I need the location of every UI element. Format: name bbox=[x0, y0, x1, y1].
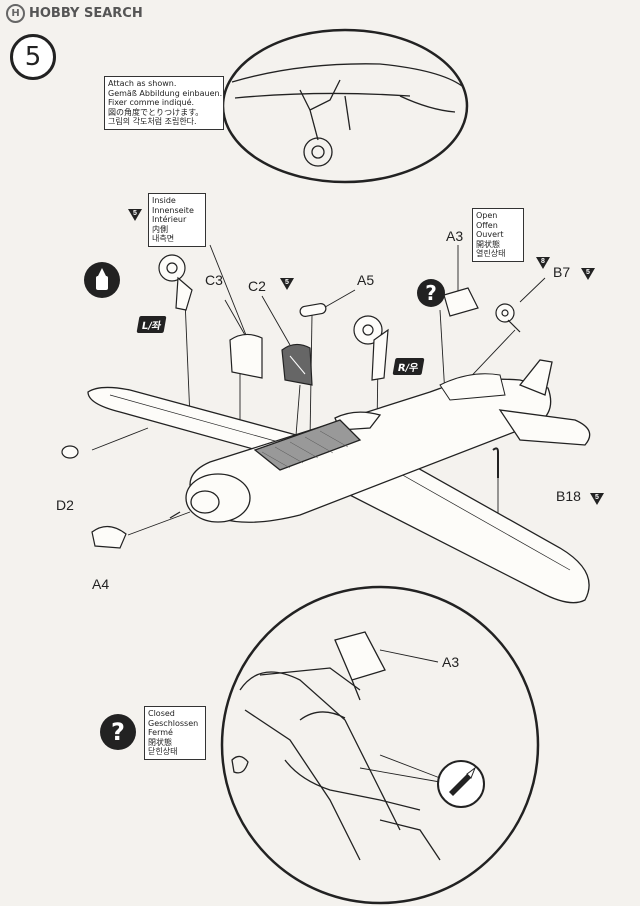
paint-ref-triangle bbox=[128, 209, 142, 221]
paint-ref-number: 5 bbox=[285, 279, 289, 286]
note-line: Attach as shown. bbox=[108, 79, 177, 88]
note-line: Ouvert bbox=[476, 230, 504, 239]
part-a3 bbox=[443, 287, 479, 317]
part-label-c2: C2 bbox=[248, 278, 266, 294]
hobby-knife-icon bbox=[449, 766, 477, 796]
right-landing-gear-part bbox=[353, 315, 389, 381]
note-open: Open Offen Ouvert 開状態 열린상태 bbox=[472, 208, 524, 262]
glue-bottle-icon bbox=[84, 262, 120, 298]
part-label-a4: A4 bbox=[92, 576, 110, 592]
part-b18 bbox=[492, 447, 499, 478]
hobby-search-logo-icon: H bbox=[6, 4, 25, 23]
part-label-a3: A3 bbox=[446, 228, 464, 244]
part-label-d2: D2 bbox=[56, 497, 74, 513]
glue-bottle-icon bbox=[96, 268, 108, 290]
note-line: Offen bbox=[476, 220, 498, 230]
part-a5 bbox=[299, 303, 327, 317]
part-label-c3: C3 bbox=[205, 272, 223, 288]
paint-ref-number: 5 bbox=[595, 494, 599, 501]
right-side-label: R/우 bbox=[392, 358, 425, 375]
aircraft-airframe bbox=[87, 359, 591, 604]
note-line: Fixer comme indiqué. bbox=[108, 98, 195, 107]
note-line: Gemäß Abbildung einbauen. bbox=[108, 88, 223, 98]
note-line: Open bbox=[476, 211, 498, 220]
canopy-closed-detail bbox=[220, 585, 540, 905]
note-line: 内側 bbox=[152, 224, 168, 234]
step-number: 5 bbox=[10, 34, 56, 80]
left-landing-gear-part bbox=[158, 254, 193, 311]
hobby-knife-icon bbox=[437, 760, 485, 808]
part-a4 bbox=[91, 525, 127, 549]
note-line: Fermé bbox=[148, 728, 173, 737]
part-c3 bbox=[229, 333, 263, 379]
note-inside: Inside Innenseite Intérieur 内側 내측면 bbox=[148, 193, 206, 247]
question-mark-icon: ? bbox=[100, 714, 136, 750]
note-line: Geschlossen bbox=[148, 718, 199, 728]
part-b7 bbox=[495, 303, 521, 333]
note-line: Intérieur bbox=[152, 215, 187, 224]
note-line: 開状態 bbox=[476, 239, 500, 249]
note-line: 열린상태 bbox=[476, 249, 506, 258]
note-closed: Closed Geschlossen Fermé 閉状態 닫힌상태 bbox=[144, 706, 206, 760]
paint-ref-number: 5 bbox=[586, 269, 590, 276]
paint-ref-triangle bbox=[280, 278, 294, 290]
question-mark-icon: ? bbox=[417, 279, 445, 307]
note-line: 닫힌상태 bbox=[148, 747, 178, 756]
note-line: 図の角度でとりつけます。 bbox=[108, 107, 204, 117]
note-line: 그림의 각도처럼 조립한다. bbox=[108, 117, 197, 126]
hobby-search-watermark: H HOBBY SEARCH bbox=[6, 4, 143, 23]
note-line: 閉状態 bbox=[148, 737, 172, 747]
part-label-a5: A5 bbox=[357, 272, 375, 288]
note-line: Inside bbox=[152, 196, 176, 205]
part-label-a3-detail: A3 bbox=[442, 654, 460, 670]
paint-ref-triangle bbox=[590, 493, 604, 505]
paint-ref-triangle bbox=[536, 257, 550, 269]
paint-ref-number: 8 bbox=[541, 258, 545, 265]
note-line: Innenseite bbox=[152, 205, 194, 215]
part-shapes bbox=[61, 254, 521, 549]
watermark-text: HOBBY SEARCH bbox=[29, 6, 143, 21]
paint-ref-number: 5 bbox=[133, 210, 137, 217]
note-attach-as-shown: Attach as shown. Gemäß Abbildung einbaue… bbox=[104, 76, 224, 130]
note-line: Closed bbox=[148, 709, 175, 718]
part-label-b18: B18 bbox=[556, 488, 581, 504]
paint-ref-triangle bbox=[581, 268, 595, 280]
left-side-label: L/좌 bbox=[136, 316, 167, 333]
part-label-b7: B7 bbox=[553, 264, 571, 280]
part-d2 bbox=[61, 445, 79, 459]
landing-gear-detail bbox=[221, 28, 469, 184]
note-line: 내측면 bbox=[152, 234, 175, 243]
